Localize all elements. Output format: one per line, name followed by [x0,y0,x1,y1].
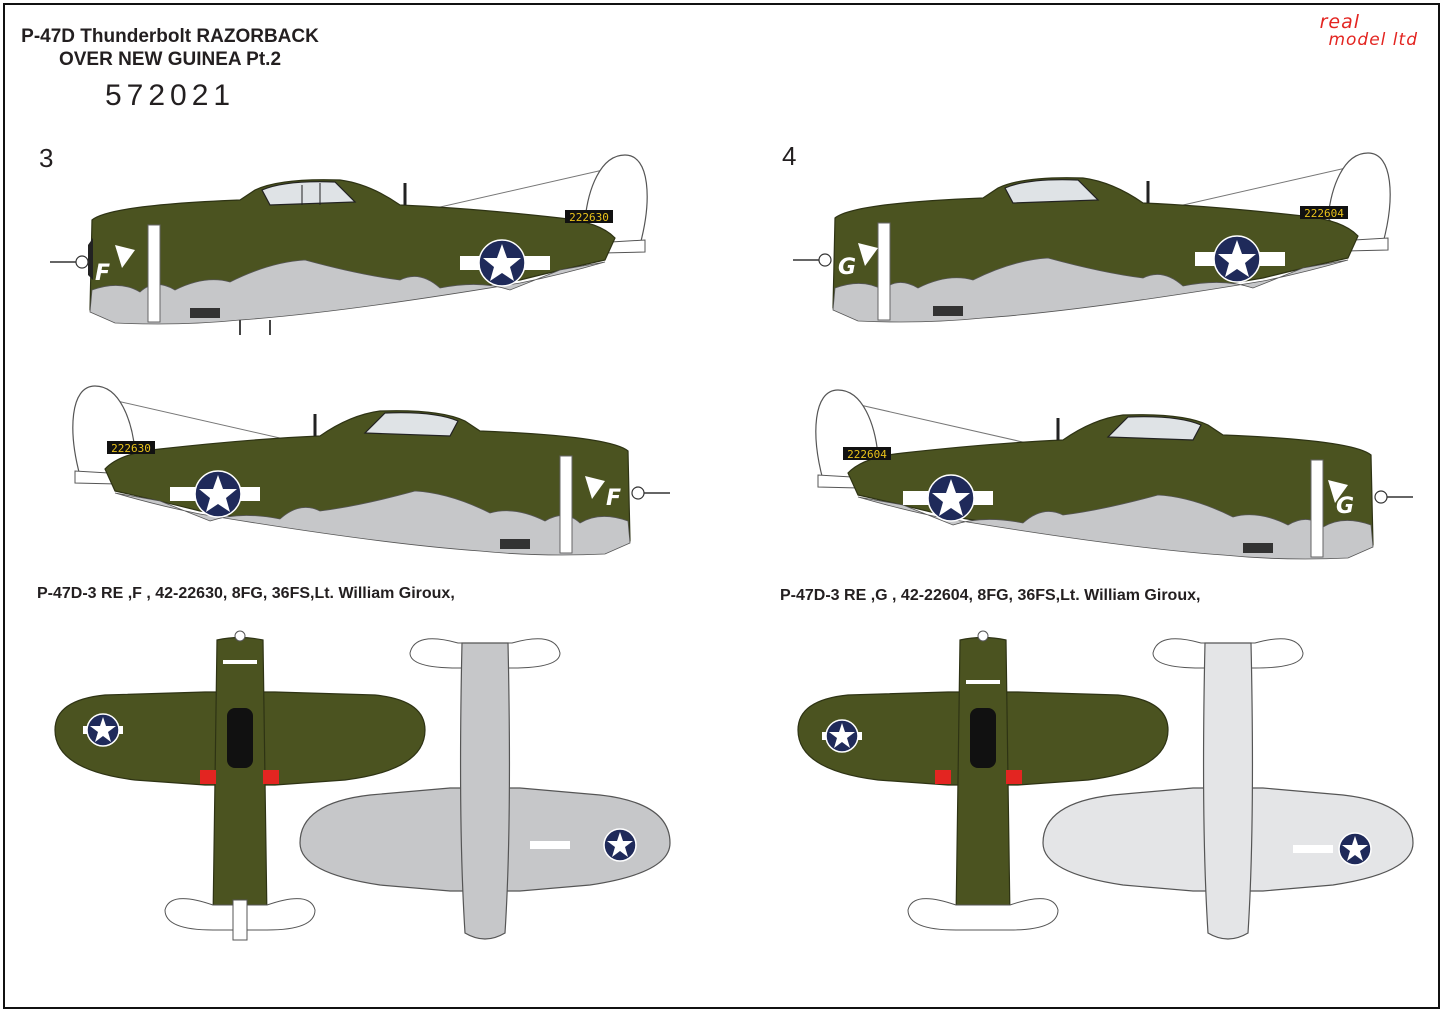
scheme-4-right-profile: G 222604 [815,389,1413,560]
title-line-2: OVER NEW GUINEA Pt.2 [58,49,282,70]
code-letter: F [95,261,110,286]
real-model-logo: real model ltd [1278,11,1418,51]
code-letter: G [838,255,856,280]
decal-sheet: P-47D Thunderbolt RAZORBACK OVER NEW GUI… [3,3,1440,1009]
code-letter: F [606,486,621,511]
scheme-number-4: 4 [782,141,797,171]
scheme-3-top-view [54,630,426,941]
scheme-3-bottom-view [299,638,671,940]
scheme-4-left-profile: G 222604 [793,152,1391,323]
logo-line-1: real [1319,11,1360,33]
sheet-title: P-47D Thunderbolt RAZORBACK OVER NEW GUI… [15,25,325,71]
scheme-4-bottom-view [1042,638,1414,940]
code-letter: G [1336,494,1354,519]
tail-serial: 222604 [1304,207,1344,220]
title-line-1: P-47D Thunderbolt RAZORBACK [21,26,319,47]
scheme-4-caption: P-47D-3 RE ,G , 42-22604, 8FG, 36FS,Lt. … [780,587,1201,604]
scheme-number-3: 3 [39,143,54,173]
scheme-3-left-profile: F 222630 [50,154,648,335]
scheme-3-right-profile: F 222630 [72,385,670,556]
tail-serial: 222604 [847,448,887,461]
logo-line-2: model ltd [1328,30,1418,50]
kit-number: 572021 [105,79,236,112]
scheme-3-caption: P-47D-3 RE ,F , 42-22630, 8FG, 36FS,Lt. … [37,585,455,602]
tail-serial: 222630 [111,442,151,455]
scheme-4-top-view [797,630,1169,931]
tail-serial: 222630 [569,211,609,224]
